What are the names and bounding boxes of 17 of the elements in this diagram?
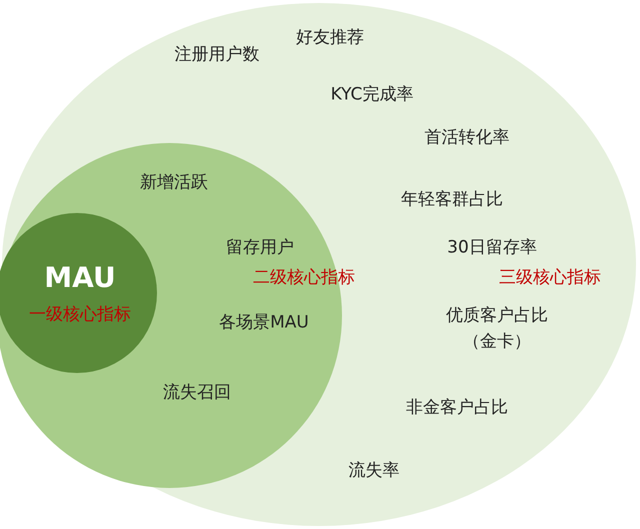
- metric-label: 30日留存率: [447, 236, 537, 260]
- tier-label: 二级核心指标: [253, 266, 355, 290]
- metric-label: 非金客户占比: [406, 396, 508, 420]
- tier-label: 一级核心指标: [29, 303, 131, 326]
- metric-label: 流失率: [348, 459, 400, 482]
- tier-label: 三级核心指标: [499, 266, 601, 290]
- metric-label: KYC完成率: [330, 83, 414, 106]
- metric-label: 好友推荐: [296, 26, 364, 50]
- metric-label: 新增活跃: [140, 171, 208, 194]
- metric-label: 优质客户占比（金卡）: [445, 304, 549, 353]
- metric-label: 留存用户: [226, 236, 294, 260]
- core-metric-label: MAU: [44, 260, 116, 296]
- metric-label: 年轻客群占比: [401, 188, 503, 212]
- metric-label: 流失召回: [163, 381, 231, 404]
- metric-label: 首活转化率: [424, 126, 510, 150]
- metric-label: 各场景MAU: [219, 311, 309, 334]
- metric-label: 注册用户数: [174, 43, 260, 66]
